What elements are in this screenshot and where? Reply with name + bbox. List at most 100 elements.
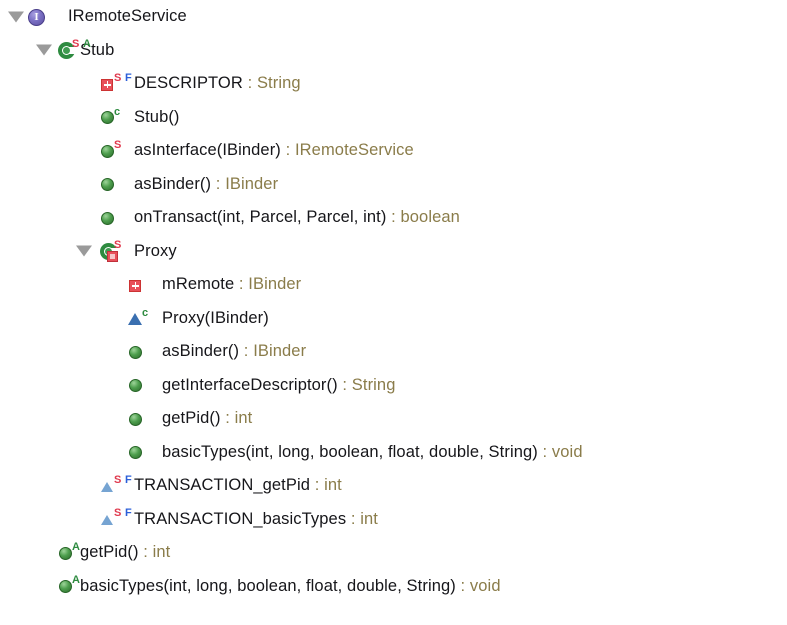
final-modifier-icon: F (125, 507, 132, 520)
default-method-icon-wrap: c (128, 307, 162, 329)
member-type: IBinder (248, 275, 302, 294)
member-name: Proxy (134, 241, 177, 260)
static-modifier-icon: S (114, 138, 122, 151)
type-separator: : (211, 174, 226, 193)
private-marker-icon (107, 251, 118, 263)
interface-icon: I (28, 8, 45, 26)
tree-row[interactable]: S Proxy (0, 235, 787, 269)
interface-icon-wrap: I (28, 6, 62, 28)
abstract-modifier-icon: A (72, 540, 80, 553)
member-name: TRANSACTION_getPid (134, 476, 311, 495)
public-method-icon (101, 178, 114, 192)
tree-row[interactable]: I IRemoteService (0, 0, 787, 34)
type-separator: : (280, 141, 295, 160)
public-method-icon (129, 379, 142, 393)
tree-row[interactable]: asBinder() : IBinder (0, 168, 787, 202)
public-method-icon (129, 412, 142, 426)
member-type: String (351, 375, 396, 394)
public-method-icon-wrap (100, 173, 134, 195)
member-name: getPid() (80, 543, 139, 562)
default-field-icon (101, 481, 113, 492)
type-separator: : (537, 442, 552, 461)
tree-row-label: basicTypes(int, long, boolean, float, do… (162, 443, 583, 462)
tree-row-label: DESCRIPTOR : String (134, 74, 301, 93)
final-modifier-icon: F (125, 473, 132, 486)
private-class-icon-wrap: S (100, 239, 134, 263)
tree-row[interactable]: getPid() : int (0, 402, 787, 436)
tree-row[interactable]: mRemote : IBinder (0, 268, 787, 302)
private-field-icon-wrap (128, 274, 162, 296)
abstract-modifier-icon: A (72, 574, 80, 587)
static-modifier-icon: S (114, 473, 122, 486)
member-name: asBinder() (134, 174, 212, 193)
tree-row-label: asBinder() : IBinder (134, 175, 278, 194)
tree-row[interactable]: asBinder() : IBinder (0, 335, 787, 369)
member-type: int (234, 409, 253, 428)
tree-row-label: getPid() : int (162, 409, 252, 428)
collapse-triangle-icon[interactable] (8, 11, 24, 23)
public-method-icon-wrap: A (58, 575, 92, 597)
default-field-icon (101, 515, 113, 526)
member-name: asBinder() (162, 342, 240, 361)
member-type: IBinder (225, 174, 279, 193)
tree-row-label: mRemote : IBinder (162, 275, 301, 294)
member-type: String (256, 74, 301, 93)
tree-row[interactable]: basicTypes(int, long, boolean, float, do… (0, 436, 787, 470)
public-method-icon-wrap: c (100, 106, 134, 128)
public-method-icon (129, 345, 142, 359)
member-name: DESCRIPTOR (134, 74, 243, 93)
member-type: void (469, 576, 501, 595)
type-separator: : (455, 576, 470, 595)
tree-row-label: getPid() : int (80, 543, 170, 562)
type-separator: : (239, 342, 254, 361)
member-type: int (324, 476, 342, 495)
private-field-icon (129, 279, 141, 292)
collapse-triangle-icon[interactable] (76, 245, 92, 257)
tree-row[interactable]: c Proxy(IBinder) (0, 302, 787, 336)
static-modifier-icon: S (114, 239, 122, 252)
tree-row[interactable]: getInterfaceDescriptor() : String (0, 369, 787, 403)
member-type: IRemoteService (294, 141, 414, 160)
member-name: asInterface(IBinder) (134, 141, 281, 160)
member-name: onTransact(int, Parcel, Parcel, int) (134, 208, 387, 227)
member-name: TRANSACTION_basicTypes (134, 509, 347, 528)
constructor-modifier-icon: c (142, 307, 149, 320)
tree-row-label: Proxy(IBinder) (162, 309, 269, 328)
type-separator: : (242, 74, 257, 93)
tree-row-label: Proxy (134, 242, 177, 261)
member-type: boolean (400, 208, 460, 227)
tree-row-label: asInterface(IBinder) : IRemoteService (134, 141, 414, 160)
member-name: Stub (80, 40, 115, 59)
tree-row-label: basicTypes(int, long, boolean, float, do… (80, 577, 501, 596)
abstract-modifier-icon: A (83, 38, 91, 51)
public-method-icon-wrap (128, 441, 162, 463)
collapse-triangle-icon[interactable] (36, 44, 52, 56)
public-method-icon (101, 211, 114, 225)
member-type: int (360, 509, 378, 528)
private-field-icon (101, 78, 113, 91)
member-name: basicTypes(int, long, boolean, float, do… (162, 442, 538, 461)
type-separator: : (346, 509, 361, 528)
member-type: int (152, 543, 171, 562)
member-name: basicTypes(int, long, boolean, float, do… (80, 576, 456, 595)
public-method-icon-wrap (128, 374, 162, 396)
static-modifier-icon: S (72, 38, 80, 51)
member-type: IBinder (253, 342, 307, 361)
public-method-icon (101, 144, 114, 158)
public-method-icon-wrap: S (100, 138, 134, 162)
tree-row[interactable]: onTransact(int, Parcel, Parcel, int) : b… (0, 201, 787, 235)
tree-row-label: IRemoteService (68, 7, 187, 26)
static-modifier-icon: S (114, 71, 122, 84)
